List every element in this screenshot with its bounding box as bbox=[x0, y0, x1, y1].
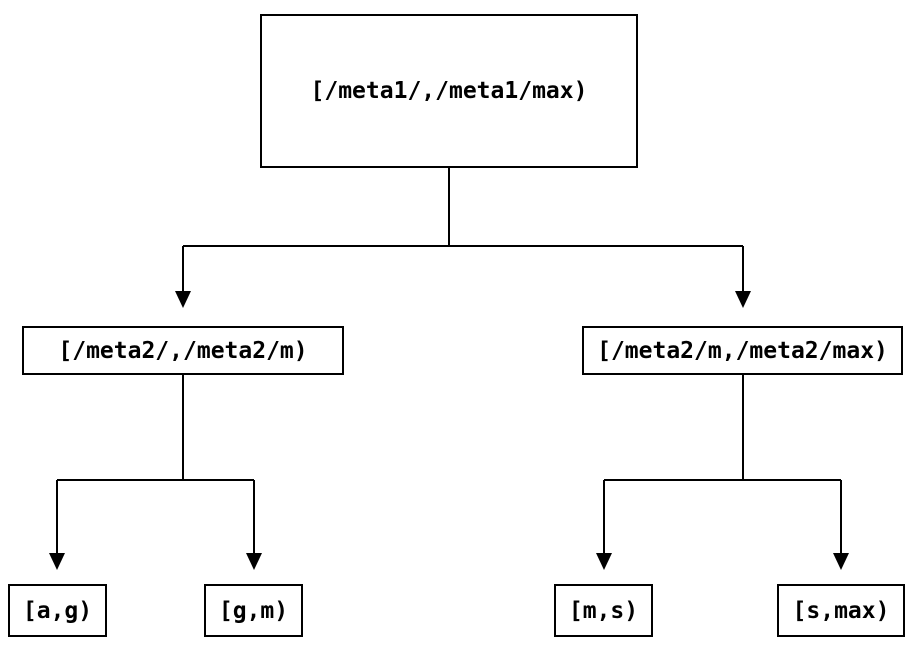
node-meta2-low-label: [/meta2/,/meta2/m) bbox=[58, 337, 308, 364]
node-leaf-s-max: [s,max) bbox=[777, 584, 905, 637]
node-meta2-high: [/meta2/m,/meta2/max) bbox=[582, 326, 903, 375]
node-leaf-m-s: [m,s) bbox=[554, 584, 653, 637]
arrowhead-to-g-m bbox=[246, 553, 262, 570]
edge-meta2-low-to-leaves bbox=[49, 375, 262, 570]
edge-root-to-level2 bbox=[175, 168, 751, 308]
node-meta2-high-label: [/meta2/m,/meta2/max) bbox=[597, 337, 888, 364]
node-leaf-a-g: [a,g) bbox=[8, 584, 107, 637]
node-meta2-low: [/meta2/,/meta2/m) bbox=[22, 326, 344, 375]
node-leaf-g-m-label: [g,m) bbox=[218, 597, 289, 624]
node-leaf-g-m: [g,m) bbox=[204, 584, 303, 637]
edge-meta2-high-to-leaves bbox=[596, 375, 849, 570]
arrowhead-to-m-s bbox=[596, 553, 612, 570]
arrowhead-to-meta2-high bbox=[735, 291, 751, 308]
node-leaf-m-s-label: [m,s) bbox=[568, 597, 639, 624]
arrowhead-to-meta2-low bbox=[175, 291, 191, 308]
node-meta1: [/meta1/,/meta1/max) bbox=[260, 14, 638, 168]
node-leaf-a-g-label: [a,g) bbox=[22, 597, 93, 624]
arrowhead-to-a-g bbox=[49, 553, 65, 570]
node-meta1-label: [/meta1/,/meta1/max) bbox=[310, 78, 588, 104]
arrowhead-to-s-max bbox=[833, 553, 849, 570]
node-leaf-s-max-label: [s,max) bbox=[792, 597, 890, 624]
